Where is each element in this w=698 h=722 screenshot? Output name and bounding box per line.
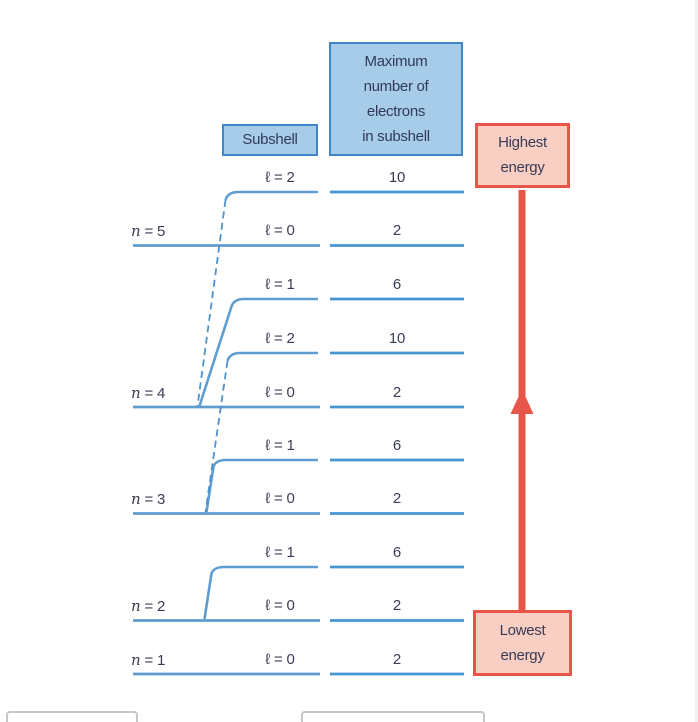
n-label: n= 1 [131,651,166,669]
subshell-header-label: Subshell [242,131,298,148]
max-electrons-header-line: electrons [366,103,426,120]
subshell-label: ℓ = 1 [265,276,295,293]
n-symbol: n [131,597,141,615]
subshell-label: ℓ = 0 [265,651,295,668]
electron-count: 2 [392,651,402,668]
highest-energy-box: Highest energy [475,123,570,188]
n-symbol: n [131,222,141,240]
dashed-d-connectors [196,199,229,513]
subshell-header: Subshell [222,124,318,156]
electron-count-underlines [330,190,464,676]
shell-base-lines [133,244,320,676]
electron-count: 2 [392,597,402,614]
right-edge-strip [695,0,698,722]
n-label: n= 5 [131,222,166,240]
max-electrons-header-line: in subshell [362,128,430,145]
electron-count: 6 [392,437,402,454]
electron-count: 10 [388,330,406,347]
subshell-level-lines [198,190,318,620]
electron-count: 2 [392,222,402,239]
n-label: n= 3 [131,490,166,508]
answer-input-right[interactable] [301,711,485,722]
n-label: n= 2 [131,597,166,615]
n-symbol: n [131,384,141,402]
n-label: n= 4 [131,384,166,402]
subshell-label: ℓ = 0 [265,597,295,614]
subshell-label: ℓ = 0 [265,222,295,239]
electron-count: 10 [388,169,406,186]
electron-count: 6 [392,544,402,561]
lowest-energy-label: energy [500,647,545,664]
subshell-label: ℓ = 1 [265,437,295,454]
max-electrons-header: Maximum number of electrons in subshell [329,42,463,156]
highest-energy-label: energy [500,159,545,176]
max-electrons-header-line: number of [363,78,429,95]
n-symbol: n [131,651,141,669]
n-symbol: n [131,490,141,508]
subshell-label: ℓ = 2 [265,330,295,347]
electron-count: 6 [392,276,402,293]
subshell-label: ℓ = 1 [265,544,295,561]
max-electrons-header-line: Maximum [364,53,428,70]
subshell-label: ℓ = 0 [265,490,295,507]
highest-energy-label: Highest [498,134,547,151]
electron-count: 2 [392,490,402,507]
electron-count: 2 [392,384,402,401]
answer-input-left[interactable] [6,711,138,722]
subshell-label: ℓ = 0 [265,384,295,401]
lowest-energy-label: Lowest [499,622,546,639]
lowest-energy-box: Lowest energy [473,610,572,676]
energy-arrow [510,190,534,612]
arrowhead-up-icon [510,389,534,414]
subshell-label: ℓ = 2 [265,169,295,186]
